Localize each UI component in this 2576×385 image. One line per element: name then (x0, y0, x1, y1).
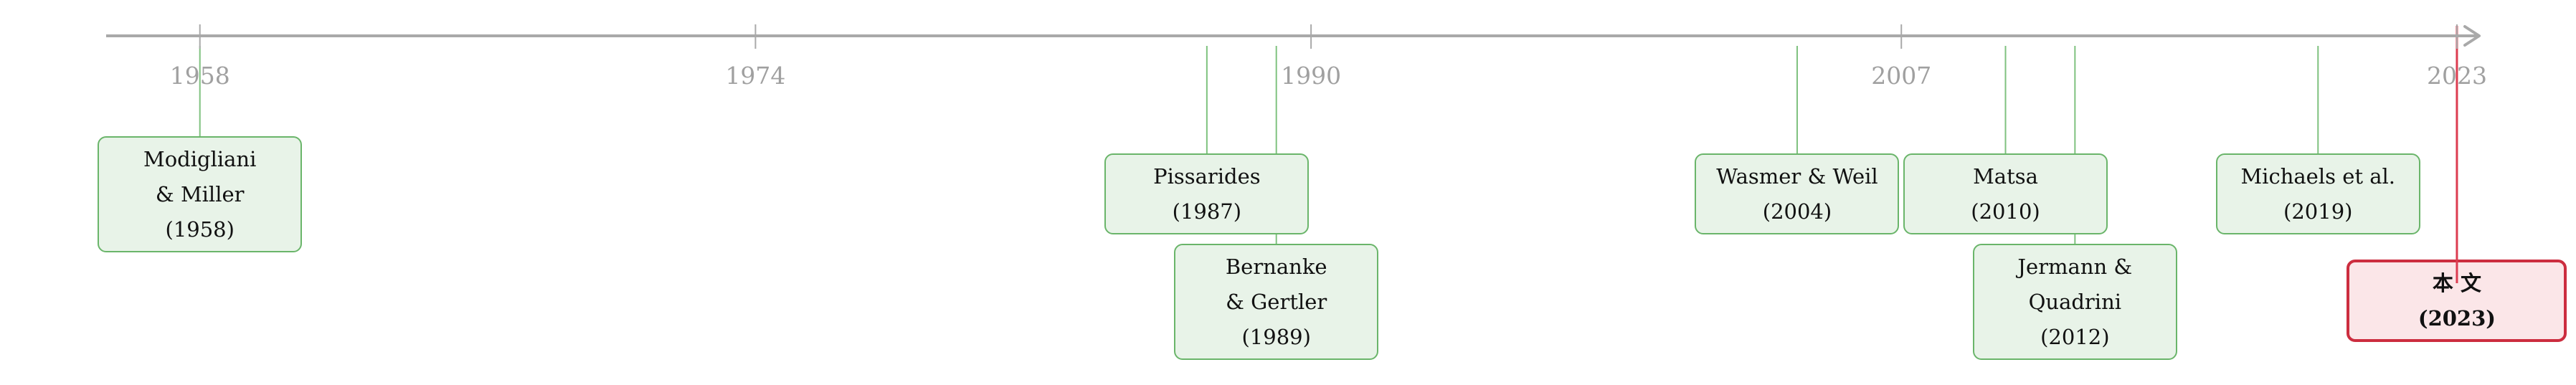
axis-tick-label-1974: 1974 (725, 62, 785, 90)
axis-tick-label-1990: 1990 (1281, 62, 1341, 90)
event-card-line: (1958) (165, 217, 235, 242)
axis-tick-label-2007: 2007 (1871, 62, 1931, 90)
axis-ticks: 1958 1974 1990 2007 2023 (170, 24, 2487, 90)
event-card-modigliani-miller: Modigliani & Miller (1958) (98, 136, 303, 252)
event-card-line: Michaels et al. (2240, 163, 2396, 189)
event-card-line: (2019) (2283, 199, 2353, 224)
event-card-line: & Miller (155, 181, 245, 206)
event-card-line: (2004) (1762, 199, 1832, 224)
event-card-line: Modigliani (143, 146, 257, 171)
event-card-matsa: Matsa (2010) (1903, 153, 2108, 234)
axis-tick-label-1958: 1958 (170, 62, 230, 90)
event-card-this-paper: 本 文 (2023) (2347, 260, 2567, 342)
event-card-line: Quadrini (2028, 289, 2122, 314)
event-card-michaels-et-al: Michaels et al. (2019) (2215, 153, 2420, 234)
event-card-line: & Gertler (1226, 289, 1327, 314)
axis-arrowhead (2463, 25, 2481, 47)
event-card-line: (2012) (2040, 324, 2110, 349)
event-card-wasmer-weil: Wasmer & Weil (2004) (1695, 153, 1900, 234)
event-card-line: Pissarides (1153, 163, 1261, 189)
event-card-line: (1987) (1172, 199, 1242, 224)
event-card-line: Wasmer & Weil (1716, 163, 1878, 189)
event-card-line: Jermann & (2017, 254, 2133, 279)
event-card-line: (2010) (1971, 199, 2040, 224)
timeline-axis (106, 25, 2481, 47)
event-card-line: (2023) (2418, 305, 2496, 331)
event-card-line: Bernanke (1225, 254, 1327, 279)
event-card-jermann-quadrini: Jermann & Quadrini (2012) (1972, 244, 2177, 360)
event-card-line: Matsa (1973, 163, 2038, 189)
axis-tick-label-2023: 2023 (2427, 62, 2487, 90)
event-card-bernanke-gertler: Bernanke & Gertler (1989) (1174, 244, 1379, 360)
event-card-line: 本 文 (2432, 270, 2481, 295)
event-card-pissarides: Pissarides (1987) (1104, 153, 1310, 234)
event-card-line: (1989) (1241, 324, 1311, 349)
